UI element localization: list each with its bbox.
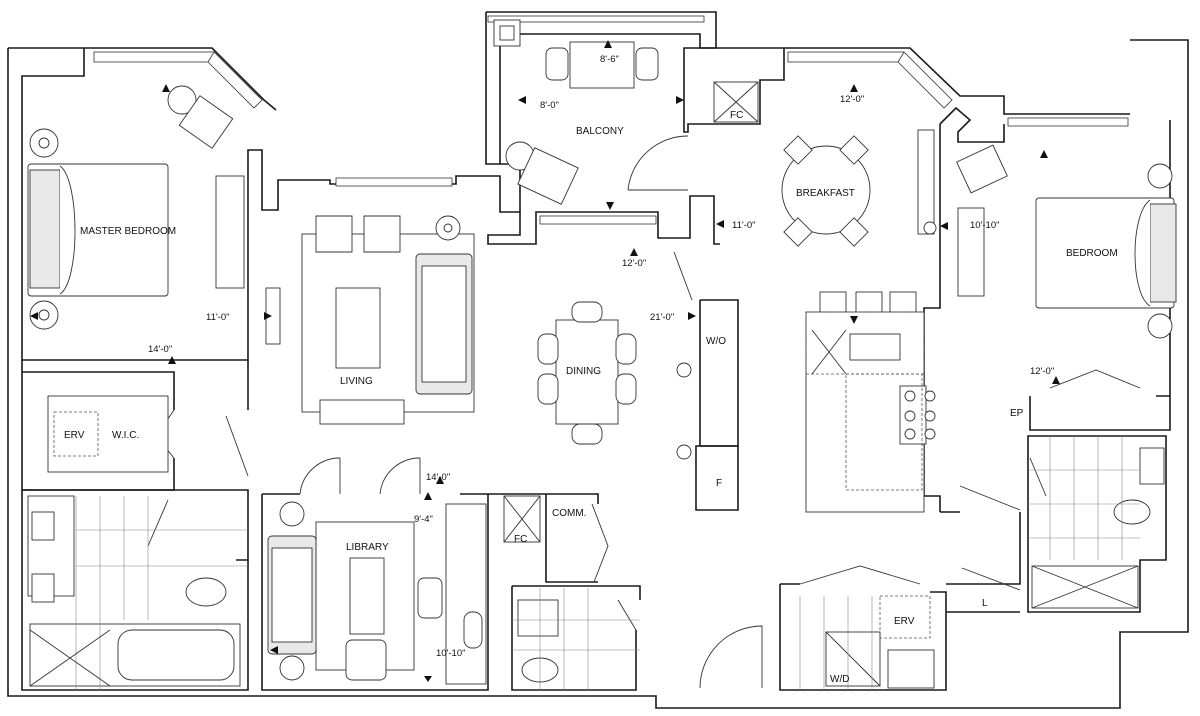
label-ep: EP [1010,408,1024,419]
label-linen: L [982,598,988,609]
label-dining: DINING [566,366,601,377]
label-comm: COMM. [552,508,586,519]
dining-furniture [537,301,637,445]
label-living: LIVING [340,376,373,387]
dim-breakfast-width: 12'-0" [840,94,864,105]
room-labels: MASTER BEDROOM ERV W.I.C. BALCONY LIVING… [64,110,1118,685]
label-wd: W/D [830,674,849,685]
windows [93,15,1129,225]
label-wo: W/O [706,336,726,347]
dim-breakfast-depth: 11'-0" [732,220,756,231]
dim-living-length: 21'-0" [650,312,674,323]
label-master-bedroom: MASTER BEDROOM [80,226,176,237]
dimension-arrows [30,40,1060,682]
label-fc-top: FC [730,110,743,121]
dim-balcony-depth: 8'-6" [600,54,619,65]
wo-fridge [676,362,692,460]
label-fc-bottom: FC [514,534,527,545]
label-breakfast: BREAKFAST [796,188,855,199]
dim-master-width: 14'-0" [148,344,172,355]
dim-balcony-width: 8'-0" [540,100,559,111]
exterior-walls [7,11,1189,709]
label-bedroom: BEDROOM [1066,248,1118,259]
powder-laundry [503,495,935,690]
dim-library-width: 14'-0" [426,472,450,483]
living-furniture [265,215,475,425]
dim-library-depth: 9'-4" [414,514,433,525]
dim-library-length: 10'-10" [436,648,465,659]
dim-living-width: 12'-0" [622,258,646,269]
doors [147,135,1141,689]
label-wic: W.I.C. [112,430,139,441]
dim-master-depth: 11'-0" [206,312,230,323]
balcony-furniture [493,19,659,205]
label-erv-master: ERV [64,430,85,441]
label-erv-laundry: ERV [894,616,915,627]
kitchen-furniture [713,81,936,513]
label-balcony: BALCONY [576,126,624,137]
label-fridge: F [716,478,722,489]
master-bedroom-furniture [27,85,248,690]
library-furniture [267,501,487,685]
dimension-labels: 8'-6" 8'-0" 12'-0" 11'-0" 14'-0" 11'-0" … [148,54,1054,659]
label-library: LIBRARY [346,542,389,553]
dim-bedroom-width: 12'-0" [1030,366,1054,377]
bedroom-furniture [923,144,1177,609]
dim-bedroom-depth: 10'-10" [970,220,999,231]
